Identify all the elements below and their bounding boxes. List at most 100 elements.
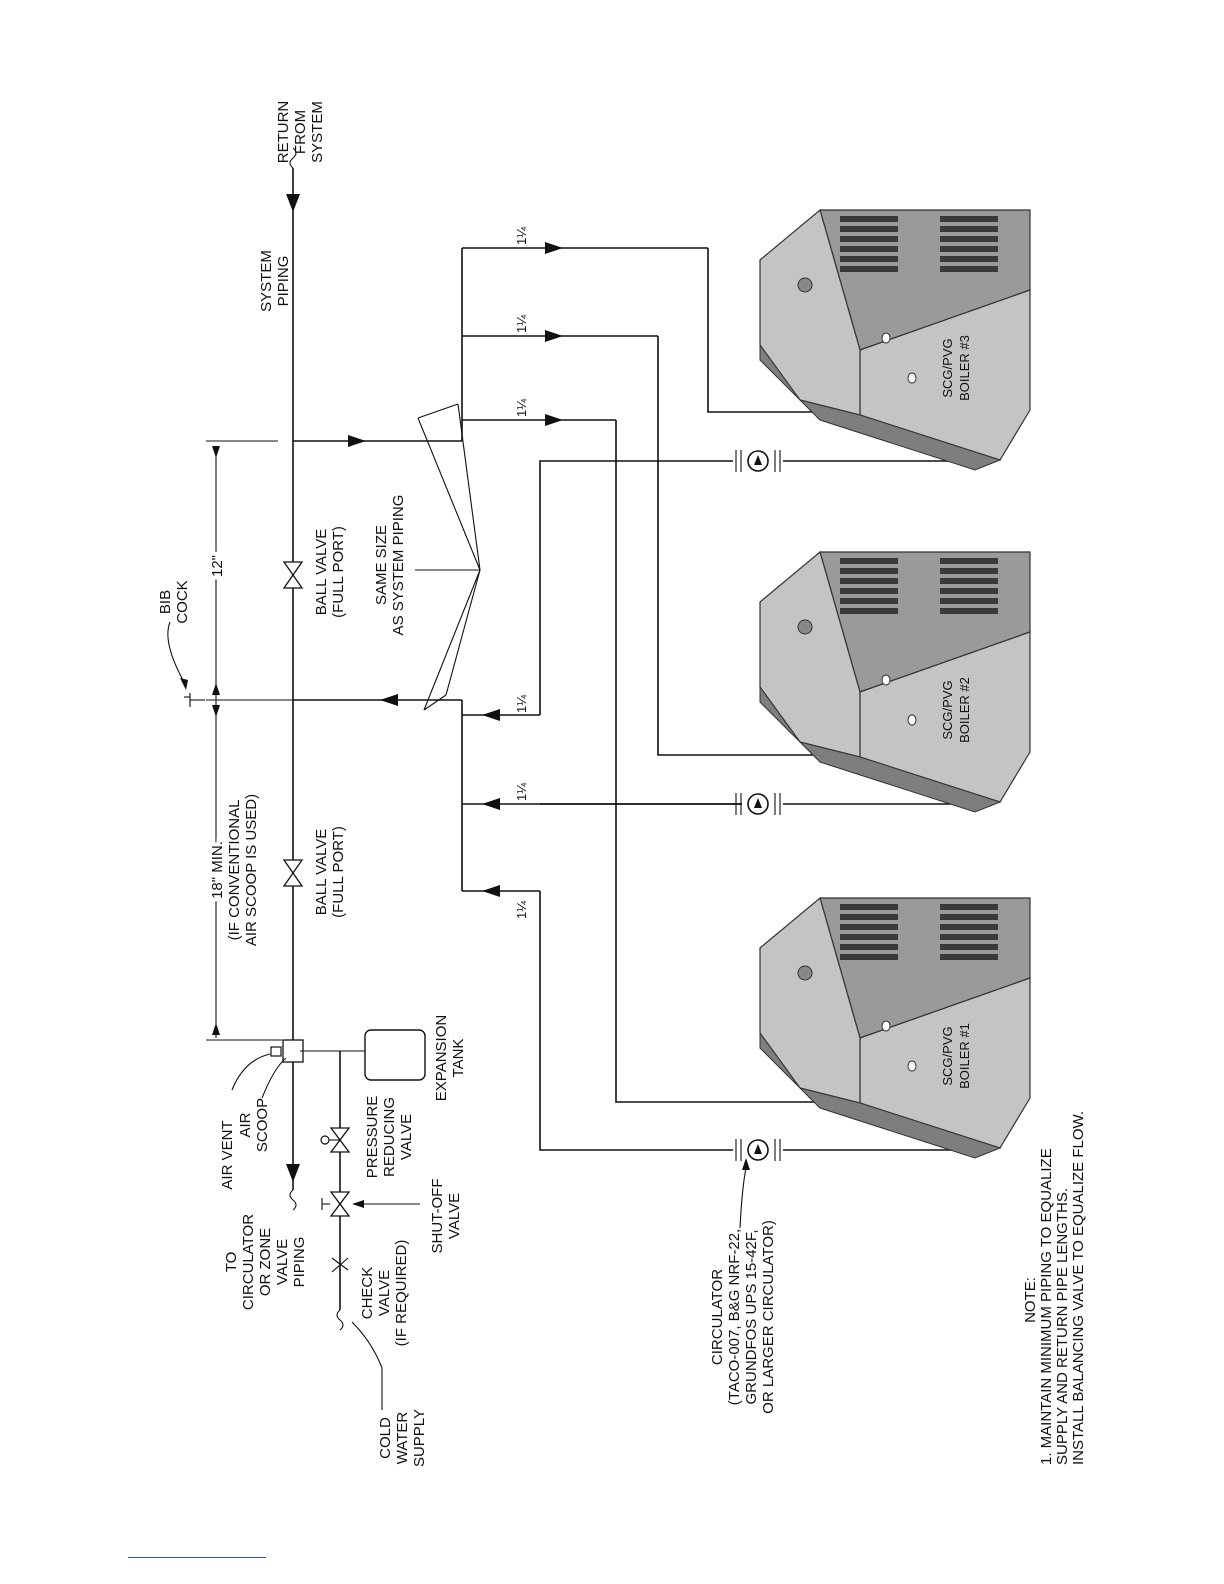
label-same-size-line-2: AS SYSTEM PIPING: [390, 495, 407, 636]
cold-water-feed: [320, 1051, 351, 1331]
label-expansion-tank-line-1: EXPANSION: [433, 1015, 450, 1101]
leader-lines: [231, 403, 750, 1410]
boiler-1: [759, 896, 1031, 1159]
bib-cock: [167, 621, 205, 707]
label-cws-line-1: COLD: [377, 1417, 394, 1459]
label-pressure-reducing-valve: PRESSURE REDUCING VALVE: [364, 1096, 415, 1179]
label-to-circ-line-5: PIPING: [291, 1237, 308, 1288]
ball-valve-upper: [282, 561, 304, 589]
label-prv-line-3: VALVE: [398, 1114, 415, 1160]
boiler-2-model: SCG/PVG: [940, 680, 955, 739]
pipe-size-label-5: 1¼: [514, 783, 529, 801]
label-system-piping: SYSTEM PIPING: [258, 250, 292, 312]
label-ball-valve-upper-line-1: BALL VALVE: [313, 529, 330, 615]
system-main-pipe: [286, 147, 300, 1211]
label-ball-valve-lower: BALL VALVE (FULL PORT): [313, 826, 347, 918]
note-line-2: SUPPLY AND RETURN PIPE LENGTHS.: [1054, 1188, 1071, 1465]
boiler-2-name: BOILER #2: [957, 677, 972, 743]
label-same-size-line-1: SAME SIZE: [373, 525, 390, 605]
label-circulator-line-3: GRUNDFOS UPS 15-42F,: [743, 1229, 760, 1404]
pipe-size-label-6: 1¼: [514, 901, 529, 919]
label-circulator: CIRCULATOR (TACO-007, B&G NRF-22, GRUNDF…: [709, 1220, 777, 1414]
label-to-circ-line-2: CIRCULATOR: [240, 1214, 257, 1310]
note-line-3: INSTALL BALANCING VALVE TO EQUALIZE FLOW…: [1070, 1111, 1087, 1465]
circulator-2: [735, 793, 781, 815]
pipe-size-label-1: 1¼: [514, 227, 529, 245]
boiler-3-louvers: [840, 216, 998, 272]
label-system-piping-line-1: SYSTEM: [258, 250, 275, 312]
label-system-piping-line-2: PIPING: [275, 256, 292, 307]
boiler-1-louvers: [840, 904, 998, 960]
label-air-scoop-line-2: SCOOP: [254, 1098, 271, 1152]
label-ball-valve-upper-line-2: (FULL PORT): [330, 526, 347, 618]
label-ball-valve-lower-line-1: BALL VALVE: [313, 829, 330, 915]
boiler-2: [759, 550, 1031, 813]
label-same-size: SAME SIZE AS SYSTEM PIPING: [373, 495, 407, 636]
label-shut-off-valve: SHUT-OFF VALVE: [429, 1179, 463, 1254]
label-check-line-3: (IF REQUIRED): [393, 1240, 410, 1347]
label-shutoff-line-2: VALVE: [446, 1193, 463, 1239]
label-air-scoop: AIR SCOOP: [237, 1098, 271, 1152]
label-dim-18-line-1: 18" MIN.: [209, 841, 226, 899]
footer-rule: [128, 1557, 266, 1558]
pipe-size-label-4: 1¼: [514, 695, 529, 713]
label-check-valve: CHECK VALVE (IF REQUIRED): [359, 1240, 410, 1347]
note-line-1: 1. MAINTAIN MINIMUM PIPING TO EQUALIZE: [1038, 1148, 1055, 1465]
label-cws-line-3: SUPPLY: [411, 1409, 428, 1467]
label-cws-line-2: WATER: [394, 1412, 411, 1465]
label-prv-line-2: REDUCING: [381, 1097, 398, 1177]
label-bib-cock: BIB COCK: [157, 580, 191, 623]
label-cold-water-supply: COLD WATER SUPPLY: [377, 1409, 428, 1467]
air-scoop: [270, 1039, 340, 1063]
label-dim-12-text: 12": [209, 555, 226, 577]
boiler-1-label: SCG/PVG BOILER #1: [940, 1023, 972, 1089]
supply-header: [293, 242, 708, 447]
boiler-2-label: SCG/PVG BOILER #2: [940, 677, 972, 743]
label-check-line-1: CHECK: [359, 1267, 376, 1320]
return-header: [293, 694, 742, 897]
ball-valve-lower: [282, 859, 304, 887]
label-bib-line-1: BIB: [157, 590, 174, 614]
label-return-line-3: SYSTEM: [309, 101, 326, 163]
boiler-1-name: BOILER #1: [957, 1023, 972, 1089]
label-expansion-tank: EXPANSION TANK: [433, 1015, 467, 1101]
note-title: NOTE:: [1022, 1277, 1039, 1323]
pipe-size-label-2: 1¼: [514, 315, 529, 333]
label-dim-18-line-2: (IF CONVENTIONAL: [226, 800, 243, 941]
pipe-size-label-3: 1¼: [514, 399, 529, 417]
label-note: NOTE: 1. MAINTAIN MINIMUM PIPING TO EQUA…: [1022, 1111, 1087, 1465]
label-circulator-line-4: OR LARGER CIRCULATOR): [760, 1220, 777, 1414]
label-to-circ-line-4: VALVE: [274, 1239, 291, 1285]
expansion-tank: [340, 1029, 426, 1081]
boiler-3-model: SCG/PVG: [940, 338, 955, 397]
label-circulator-line-1: CIRCULATOR: [709, 1269, 726, 1365]
label-air-vent-text: AIR VENT: [219, 1120, 236, 1189]
pipe-size-labels: 1¼ 1¼ 1¼ 1¼ 1¼ 1¼: [514, 227, 529, 919]
dimension-lines: [206, 440, 300, 1041]
label-to-circ-line-3: OR ZONE: [257, 1228, 274, 1296]
label-air-vent: AIR VENT: [219, 1120, 236, 1189]
label-air-scoop-line-1: AIR: [237, 1112, 254, 1137]
label-check-line-2: VALVE: [376, 1270, 393, 1316]
boiler-2-louvers: [840, 558, 998, 614]
label-to-circulator: TO CIRCULATOR OR ZONE VALVE PIPING: [223, 1214, 308, 1310]
circulator-3: [735, 450, 781, 472]
label-circulator-line-2: (TACO-007, B&G NRF-22,: [726, 1229, 743, 1405]
label-shutoff-line-1: SHUT-OFF: [429, 1179, 446, 1254]
label-bib-line-2: COCK: [174, 580, 191, 623]
label-dim-18: 18" MIN. (IF CONVENTIONAL AIR SCOOP IS U…: [205, 794, 260, 946]
boiler-3: [759, 208, 1031, 471]
label-prv-line-1: PRESSURE: [364, 1096, 381, 1179]
label-ball-valve-upper: BALL VALVE (FULL PORT): [313, 526, 347, 618]
label-return-line-1: RETURN: [275, 101, 292, 164]
label-ball-valve-lower-line-2: (FULL PORT): [330, 826, 347, 918]
boiler-3-name: BOILER #3: [957, 335, 972, 401]
boiler-1-model: SCG/PVG: [940, 1026, 955, 1085]
label-dim-12: 12": [205, 551, 230, 581]
boiler-3-label: SCG/PVG BOILER #3: [940, 335, 972, 401]
label-to-circ-line-1: TO: [223, 1252, 240, 1273]
label-return-from-system: RETURN FROM SYSTEM: [275, 101, 326, 164]
label-dim-18-line-3: AIR SCOOP IS USED): [243, 794, 260, 946]
label-expansion-tank-line-2: TANK: [450, 1039, 467, 1078]
